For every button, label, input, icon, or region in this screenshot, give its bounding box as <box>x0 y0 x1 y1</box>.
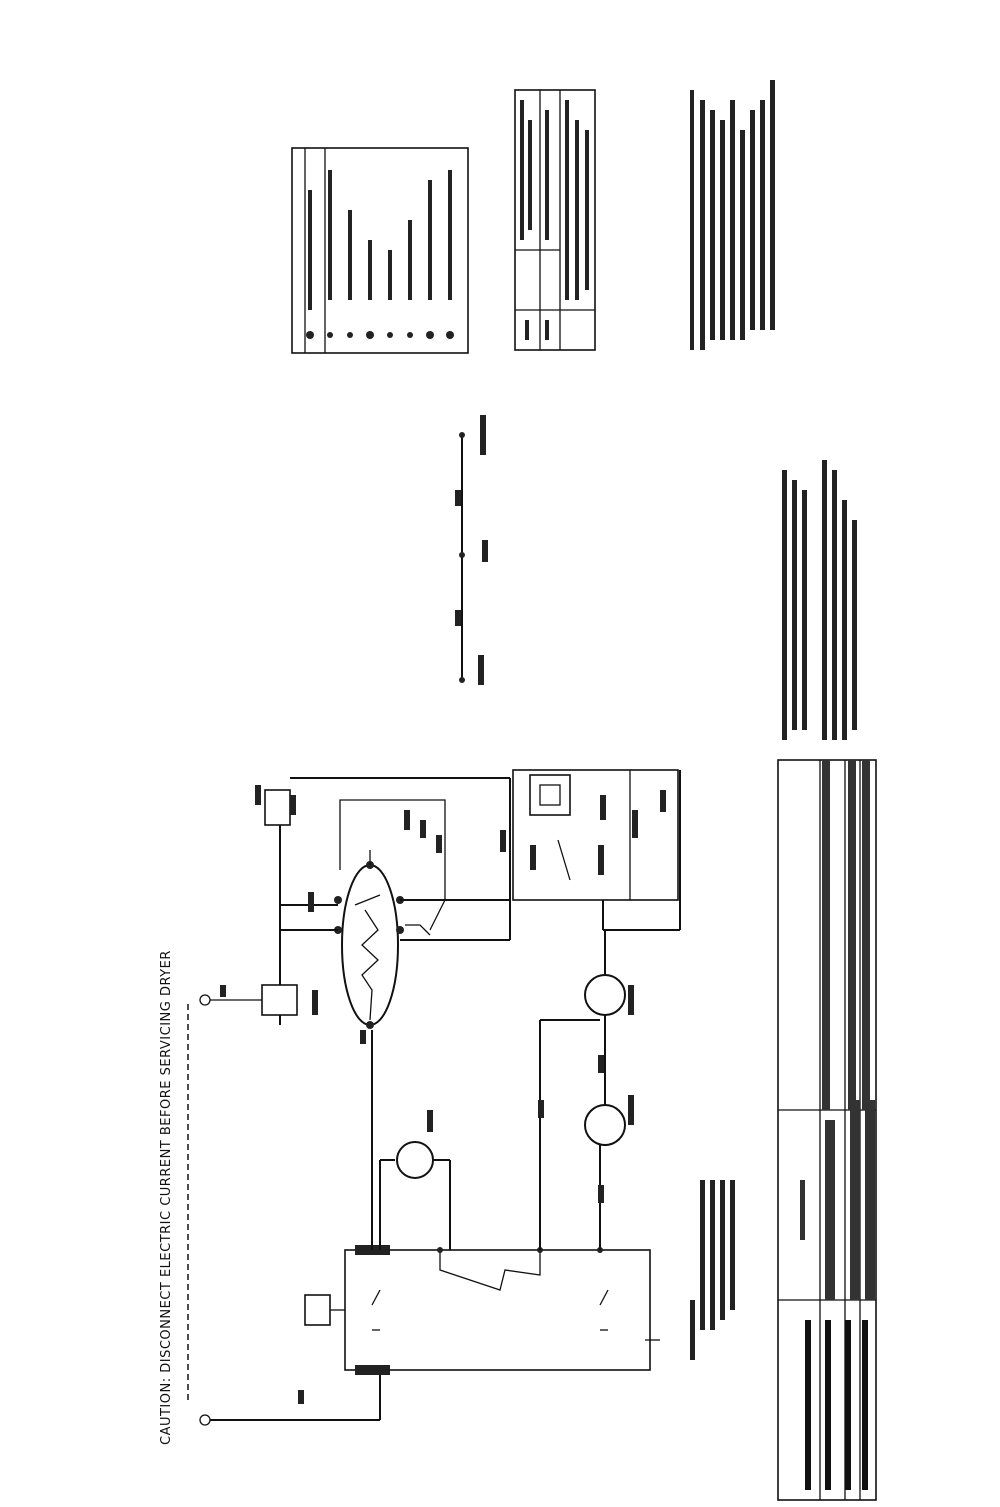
revision-notes <box>782 460 857 740</box>
terminal-l1 <box>199 1414 211 1426</box>
timer-notes <box>690 1180 735 1360</box>
start-switch-icon <box>529 774 571 816</box>
terminal-l2 <box>199 994 211 1006</box>
timer-block <box>344 1249 651 1371</box>
control-box <box>512 769 679 901</box>
motor-switch-icon <box>584 974 626 1016</box>
drum-lamp-icon <box>396 1141 434 1179</box>
mini-ladder <box>455 415 488 685</box>
motor-icon <box>584 1104 626 1146</box>
main-schematic <box>199 769 681 1426</box>
heater-element-icon <box>341 864 399 1026</box>
wire-table <box>514 89 596 351</box>
thermostat-icon <box>261 984 298 1016</box>
door-switch-icon <box>264 789 291 826</box>
title-block <box>777 759 877 1501</box>
caution-text: CAUTION: DISCONNECT ELECTRIC CURRENT BEF… <box>159 950 174 1445</box>
notes-block <box>690 80 775 350</box>
symbol-legend <box>291 147 469 354</box>
timer-motor-icon <box>304 1294 331 1326</box>
